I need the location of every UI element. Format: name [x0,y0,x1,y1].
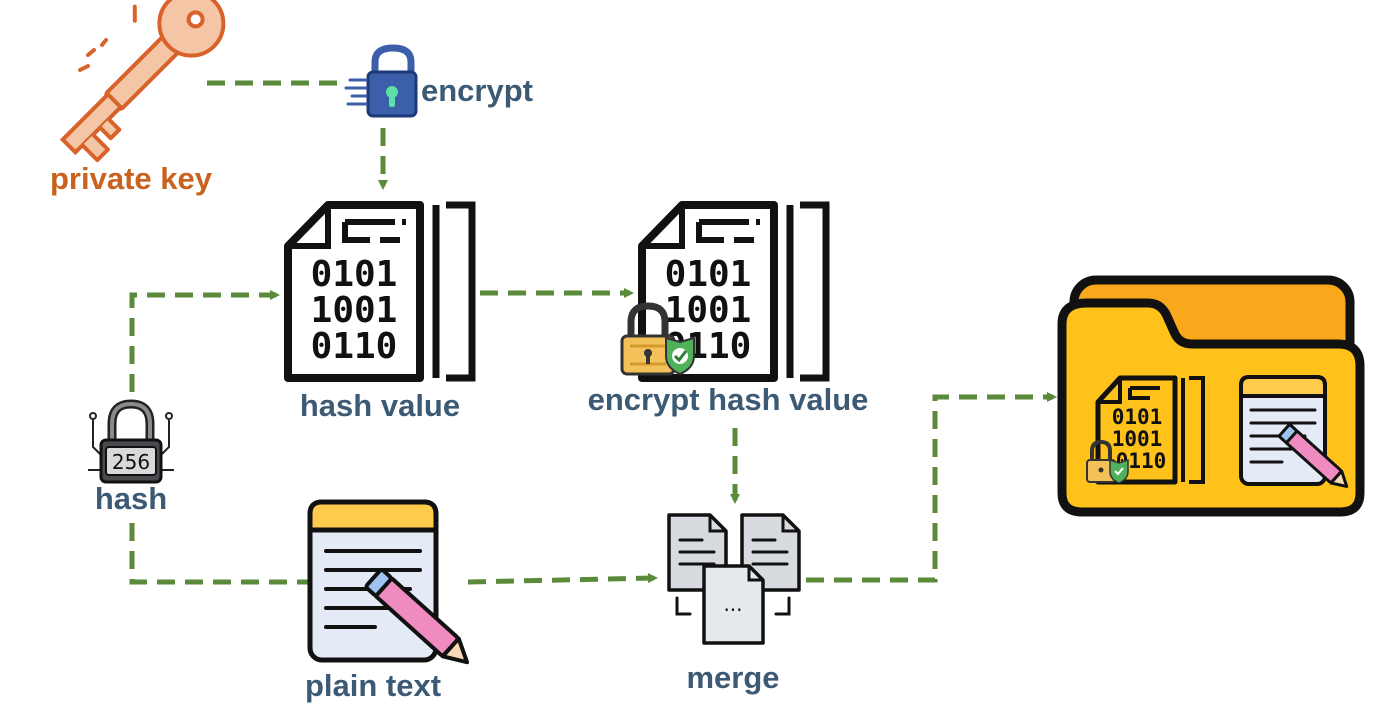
private-key-label: private key [50,161,213,196]
binary-row-1: 0101 [1112,405,1163,429]
key-icon [59,0,226,163]
connector-plain-text-to-merge [467,573,658,585]
folder-binary-document-icon: 0101 1001 0110 [1086,375,1205,485]
connector-hash-to-hash-value [129,290,280,392]
binary-document-icon: 0101 1001 0110 [284,201,476,382]
encrypt-hash-value-label: encrypt hash value [588,382,869,417]
merge-dots: ... [723,592,742,616]
merge-label: merge [686,660,779,695]
encrypt-label: encrypt [421,73,533,108]
hash-value-label: hash value [300,388,460,423]
binary-row-1: 0101 [311,254,398,295]
connectors [129,80,1057,585]
padlock-icon [344,44,418,118]
connector-merge-to-folder [806,392,1057,583]
locked-binary-document-icon: 0101 1001 0110 [620,201,830,382]
merge-files-icon: ... [667,513,801,645]
binary-row-2: 1001 [1112,427,1163,451]
folder-icon: 0101 1001 0110 [1057,275,1365,517]
binary-row-2: 1001 [311,290,398,331]
key-sparkle-marks [78,38,108,72]
gold-padlock-icon [620,302,676,376]
hash-lock-icon: 256 [88,399,174,484]
plain-text-label: plain text [305,668,441,703]
hash-label: hash [95,481,167,516]
folder-notepad-icon [1239,375,1349,488]
binary-row-3: 0110 [311,326,398,367]
binary-row-1: 0101 [665,254,752,295]
connector-hash-to-plain-text [129,523,308,585]
binary-row-2: 1001 [665,290,752,331]
shield-check-icon [665,336,695,376]
hash-badge-number: 256 [112,450,150,474]
folder-shield-icon [1109,458,1129,484]
notepad-pencil-icon [307,499,470,665]
folder-padlock-icon [1086,439,1116,483]
